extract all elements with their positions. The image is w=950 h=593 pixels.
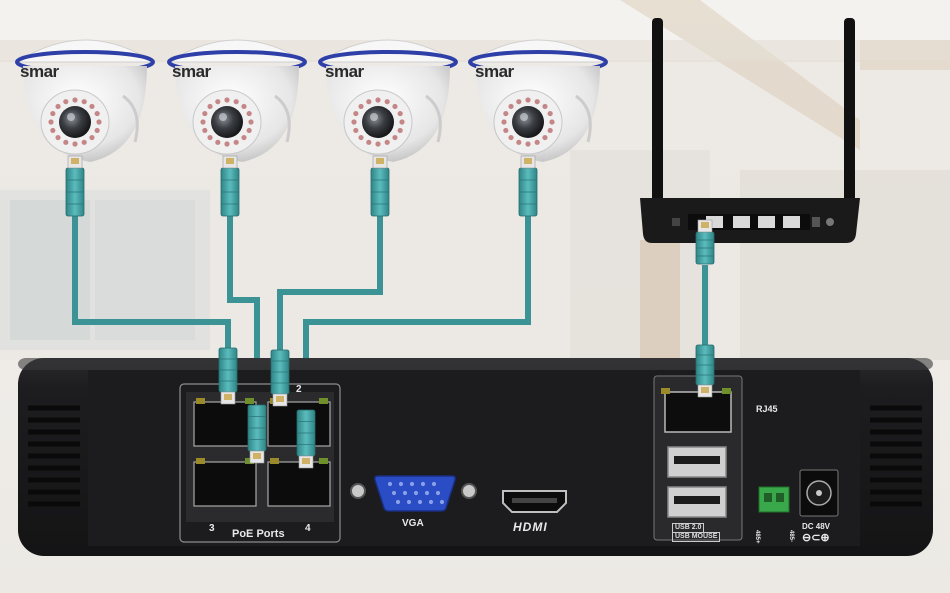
port-number-2: 2 xyxy=(296,384,302,395)
vga-screw-right xyxy=(462,484,476,498)
poe-plug-2 xyxy=(271,350,289,406)
router-port xyxy=(758,216,775,228)
camera-cable-connector-4 xyxy=(519,156,537,216)
poe-plug-1 xyxy=(219,348,237,404)
poe-port-1[interactable] xyxy=(194,398,256,446)
router-antenna-right xyxy=(844,18,855,223)
rs485-b-label: 485- xyxy=(788,530,794,542)
vga-label: VGA xyxy=(402,518,424,529)
dc-polarity-label: ⊖⊂⊕ xyxy=(802,531,830,544)
router-port xyxy=(733,216,750,228)
camera-cable-connector-3 xyxy=(371,156,389,216)
camera-brand-label-4: smar xyxy=(475,62,514,82)
port-number-4: 4 xyxy=(305,523,311,534)
router-port xyxy=(783,216,800,228)
camera-lens-4 xyxy=(512,106,544,138)
usb-label-2: USB MOUSE xyxy=(672,532,720,542)
router-cable-connector xyxy=(696,220,714,264)
vent-right xyxy=(870,408,922,504)
camera-lens-3 xyxy=(362,106,394,138)
rj45-port[interactable] xyxy=(665,392,731,432)
rj45-label: RJ45 xyxy=(756,404,778,414)
camera-cable-connector-1 xyxy=(66,156,84,216)
nvr xyxy=(18,358,933,556)
camera-brand-label-3: smar xyxy=(325,62,364,82)
poe-ports-label: PoE Ports xyxy=(232,528,285,540)
camera-lens-1 xyxy=(59,106,91,138)
dc-label: DC 48V xyxy=(802,522,830,531)
router-antenna-left xyxy=(652,18,663,206)
camera-lens-2 xyxy=(211,106,243,138)
router-power-jack xyxy=(826,218,834,226)
vent-left xyxy=(28,408,80,504)
poe-plug-4 xyxy=(297,410,315,468)
port-number-3: 3 xyxy=(209,523,215,534)
poe-port-3[interactable] xyxy=(194,458,256,506)
poe-plug-3 xyxy=(248,405,266,463)
vga-screw-left xyxy=(351,484,365,498)
rj45-plug xyxy=(696,345,714,397)
hdmi-label: HDMI xyxy=(513,520,548,534)
rs485-terminal[interactable] xyxy=(759,487,789,512)
camera-cable-connector-2 xyxy=(221,156,239,216)
camera-brand-label-2: smar xyxy=(172,62,211,82)
rs485-a-label: 485+ xyxy=(754,530,760,544)
camera-brand-label-1: smar xyxy=(20,62,59,82)
